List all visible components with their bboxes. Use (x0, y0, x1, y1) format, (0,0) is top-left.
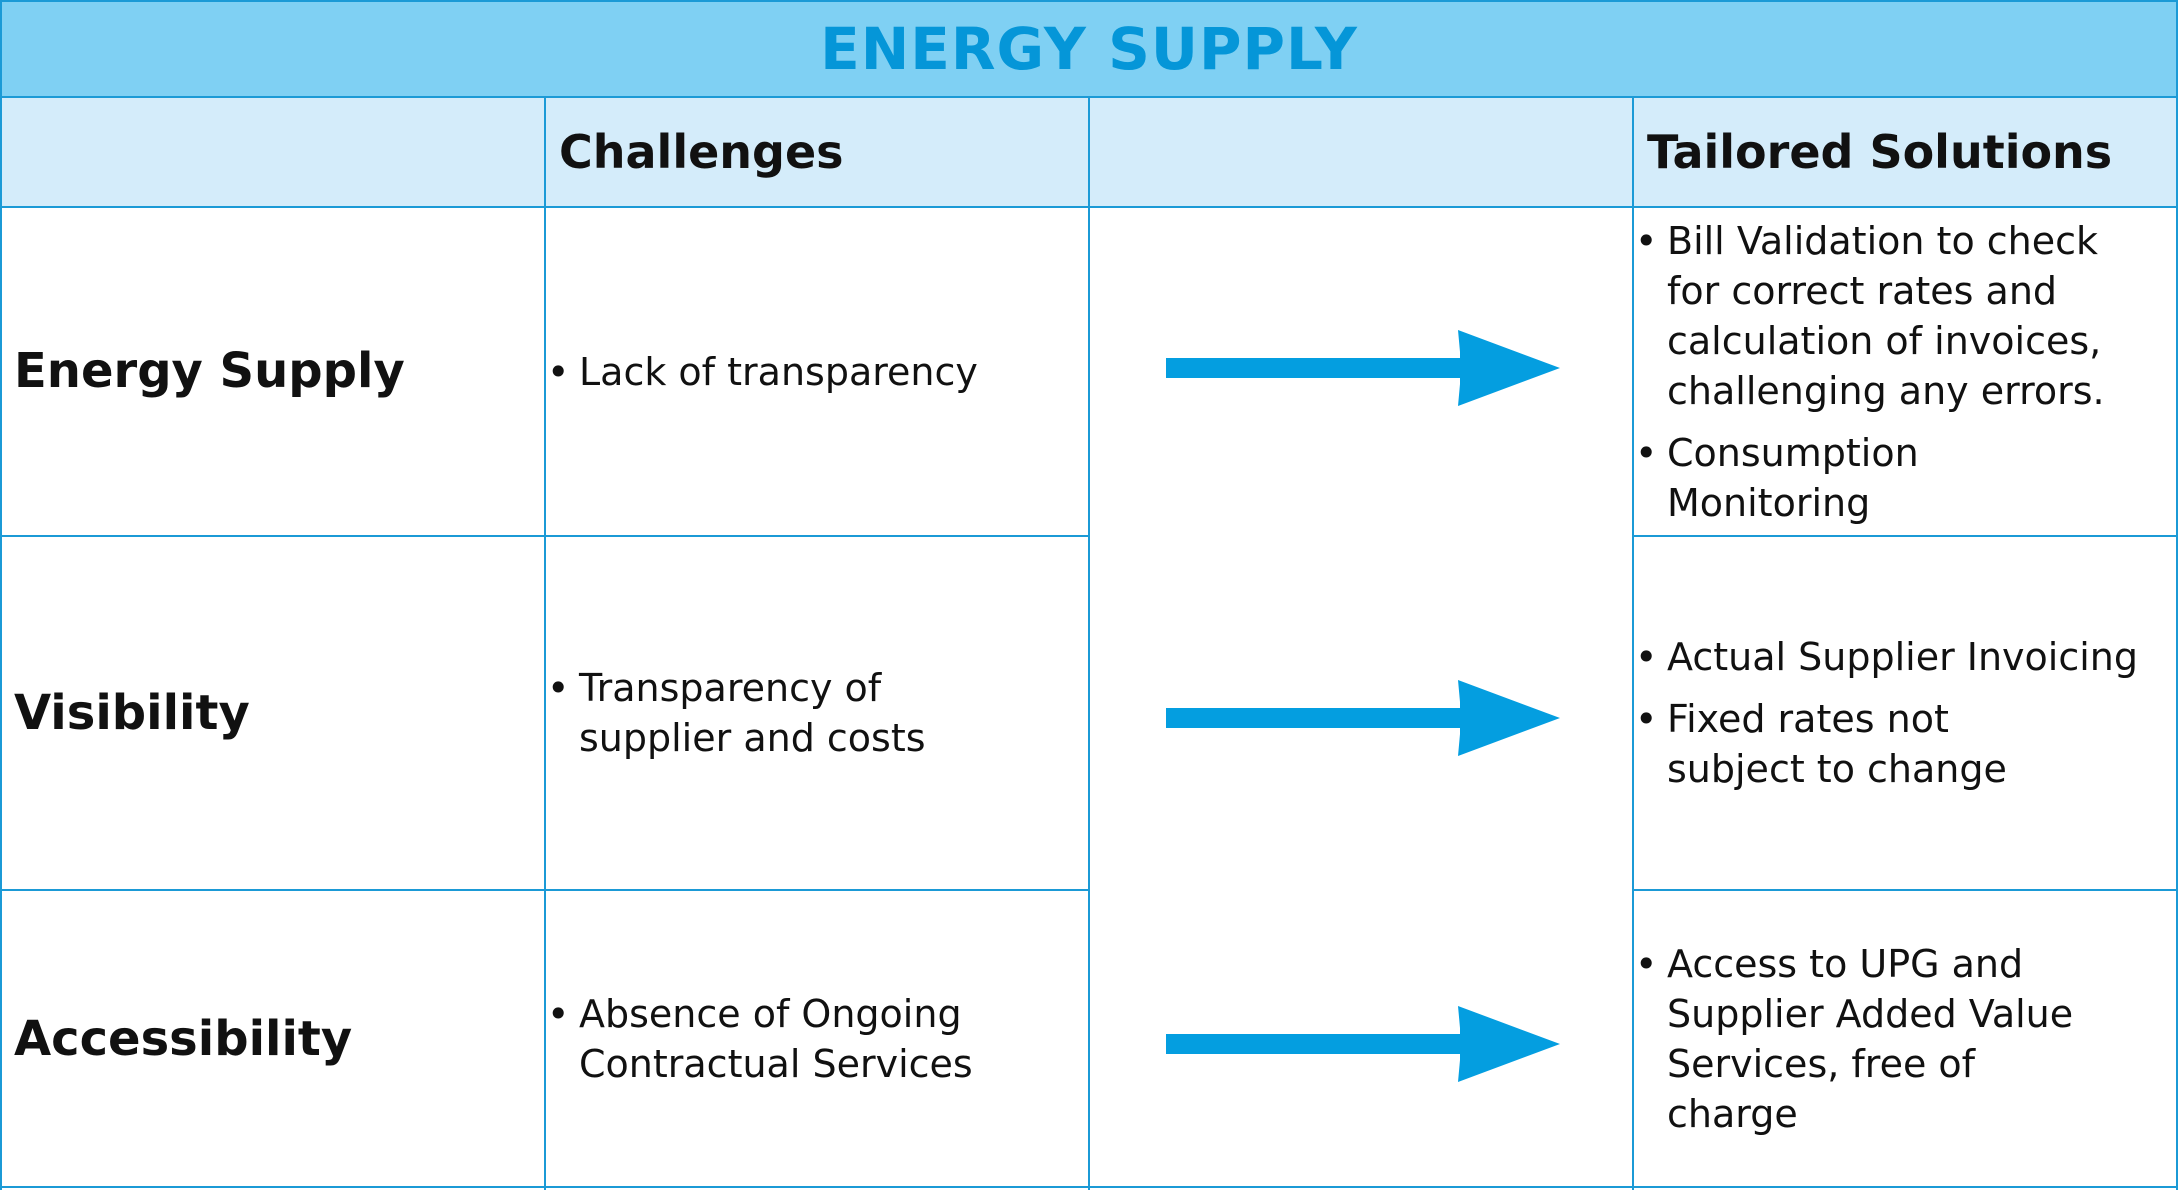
right-arrow-icon (1166, 1006, 1560, 1082)
challenges-cell-1: •Lack of transparency (545, 208, 1075, 535)
right-arrow-icon (1166, 680, 1560, 756)
challenges-cell-3: •Absence of Ongoing Contractual Services (545, 891, 1075, 1186)
table-title: ENERGY SUPPLY (820, 15, 1358, 83)
list-item: •Lack of transparency (547, 349, 978, 394)
grid-line (0, 0, 2, 1190)
header-cell-empty-1 (0, 98, 545, 206)
grid-line (2176, 0, 2178, 1190)
list-item: •Consumption Monitoring (1635, 430, 1919, 525)
grid-line (0, 1186, 2178, 1188)
solutions-list-1: •Bill Validation to check for correct ra… (1633, 216, 2133, 528)
solutions-list-3: •Access to UPG and Supplier Added Value … (1633, 939, 2113, 1139)
row-label-visibility: Visibility (14, 685, 250, 741)
right-arrow-icon (1166, 330, 1560, 406)
list-item: •Fixed rates not subject to change (1635, 697, 2007, 791)
grid-line (544, 98, 546, 1190)
grid-line (0, 206, 2178, 208)
row-label-accessibility: Accessibility (14, 1010, 353, 1067)
list-item: •Access to UPG and Supplier Added Value … (1635, 941, 2074, 1136)
challenges-cell-2: •Transparency of supplier and costs (545, 537, 1075, 889)
solutions-cell-1: •Bill Validation to check for correct ra… (1633, 208, 2173, 535)
challenges-list-1: •Lack of transparency (545, 347, 978, 397)
list-item: •Bill Validation to check for correct ra… (1635, 218, 2105, 413)
solutions-list-2: •Actual Supplier Invoicing •Fixed rates … (1633, 632, 2139, 794)
solutions-cell-2: •Actual Supplier Invoicing •Fixed rates … (1633, 537, 2173, 889)
list-item: •Transparency of supplier and costs (547, 666, 926, 760)
header-tailored-solutions: Tailored Solutions (1647, 125, 2113, 179)
grid-line (1088, 98, 1090, 1190)
table-title-bar: ENERGY SUPPLY (0, 0, 2178, 98)
list-item: •Absence of Ongoing Contractual Services (547, 991, 973, 1086)
grid-line (1632, 98, 1634, 1190)
grid-line (1632, 889, 2178, 891)
grid-line (0, 889, 1089, 891)
grid-line (1632, 535, 2178, 537)
challenges-list-3: •Absence of Ongoing Contractual Services (545, 989, 1015, 1089)
list-item: •Actual Supplier Invoicing (1635, 635, 2139, 679)
row-label-energy-supply: Energy Supply (14, 342, 405, 399)
header-challenges: Challenges (559, 125, 844, 179)
grid-line (0, 535, 1089, 537)
header-cell-empty-2 (1089, 98, 1633, 206)
solutions-cell-3: •Access to UPG and Supplier Added Value … (1633, 891, 2173, 1186)
challenges-list-2: •Transparency of supplier and costs (545, 663, 1045, 763)
